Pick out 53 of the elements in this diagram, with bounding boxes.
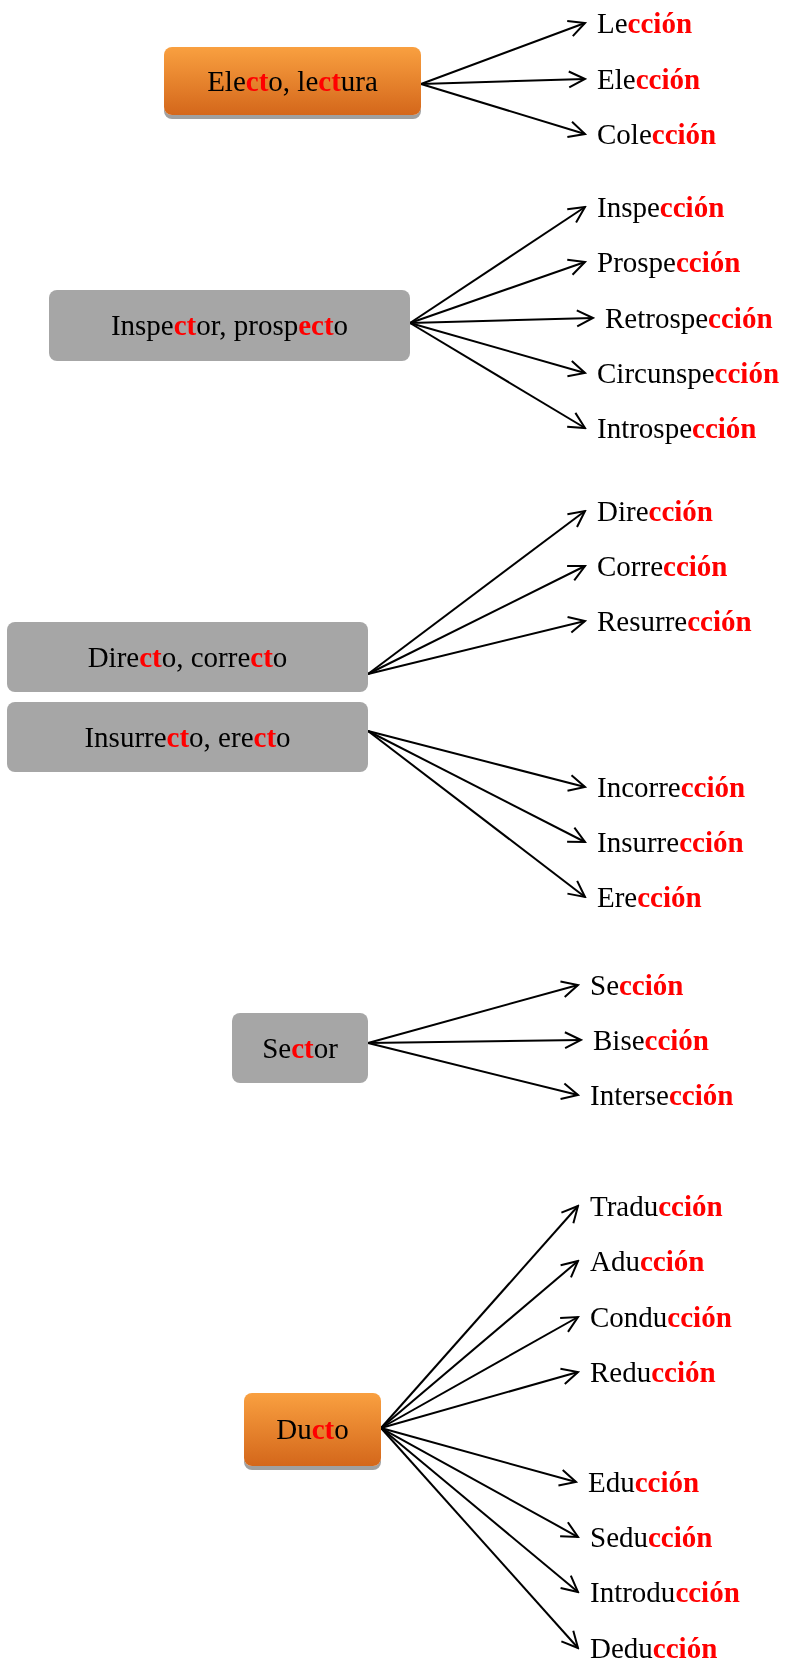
arrow	[367, 730, 586, 898]
arrow	[380, 1427, 579, 1649]
word-label: Inspección	[597, 189, 725, 225]
arrow	[367, 510, 586, 675]
word-label: Lección	[597, 5, 693, 41]
word-label: Prospección	[597, 244, 741, 280]
arrow	[380, 1367, 579, 1429]
rounded-box	[49, 290, 410, 361]
arrow	[380, 1260, 579, 1429]
word-label: Insurrección	[597, 824, 744, 860]
box-label: Electo, lectura	[207, 64, 378, 98]
arrow	[367, 616, 586, 675]
word-label: Corrección	[597, 548, 728, 584]
arrow	[380, 1427, 577, 1487]
word-label: Sección	[590, 967, 684, 1003]
arrow	[420, 83, 586, 138]
box-label: Directo, correcto	[87, 640, 288, 674]
arrow	[367, 980, 579, 1044]
word-label: Elección	[597, 61, 701, 97]
arrow	[409, 258, 586, 324]
word-label: Resurrección	[597, 603, 752, 639]
word-label: Bisección	[593, 1022, 709, 1058]
word-label: Conducción	[590, 1299, 732, 1335]
box-label: Inspector, prospecto	[110, 309, 349, 342]
rounded-box	[232, 1013, 368, 1083]
arrow	[367, 730, 586, 843]
arrow	[409, 322, 586, 429]
arrow	[409, 322, 586, 378]
word-label: Reducción	[590, 1354, 716, 1390]
word-label: Aducción	[590, 1243, 705, 1279]
arrow	[367, 730, 586, 792]
word-label: Traducción	[590, 1188, 723, 1224]
word-label: Intersección	[590, 1077, 734, 1113]
word-label: Introspección	[597, 410, 757, 446]
rounded-box	[7, 702, 368, 772]
word-label: Educción	[588, 1464, 700, 1500]
arrow	[367, 1042, 579, 1100]
word-label: Dirección	[597, 493, 713, 529]
arrow	[420, 20, 586, 85]
word-label: Retrospección	[605, 300, 773, 336]
word-label: Circunspección	[597, 355, 780, 391]
box-label: Sector	[262, 1031, 338, 1065]
word-label: Seducción	[590, 1519, 713, 1555]
rounded-box	[7, 622, 368, 692]
word-label: Deducción	[590, 1630, 718, 1663]
word-label: Introducción	[590, 1574, 740, 1610]
word-label: Erección	[597, 879, 702, 915]
box-label: Ducto	[276, 1413, 349, 1446]
box-label: Insurrecto, erecto	[84, 720, 291, 754]
arrow	[409, 206, 586, 324]
word-label: Colección	[597, 116, 717, 152]
arrow	[367, 564, 586, 675]
word-label: Incorrección	[597, 769, 746, 805]
